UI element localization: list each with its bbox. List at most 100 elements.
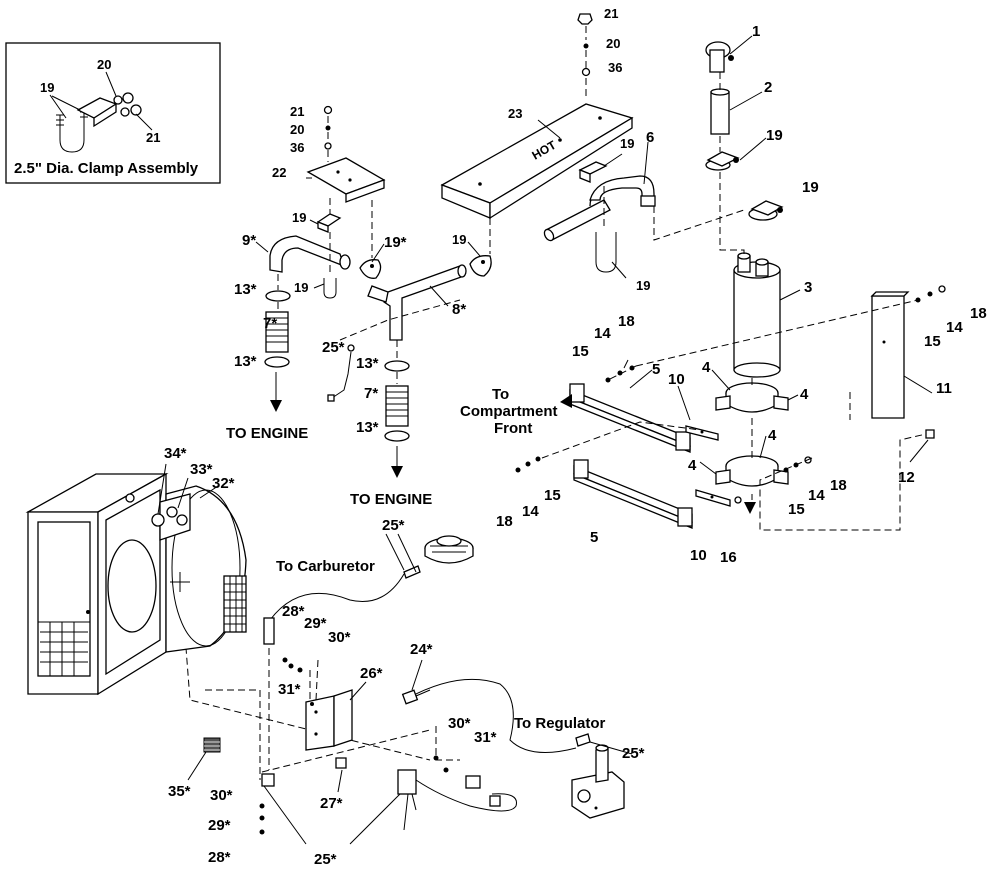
part-25-fitting-regulator bbox=[575, 733, 591, 747]
part-22-bracket bbox=[306, 157, 386, 203]
arrow-to-engine-right bbox=[391, 446, 403, 478]
part-5-rail-upper bbox=[569, 383, 691, 453]
callout-25a: 25* bbox=[322, 339, 345, 356]
callout-10a: 10 bbox=[668, 371, 685, 388]
hardware-stack-left bbox=[323, 105, 333, 150]
flex-tube-right-group bbox=[384, 360, 410, 442]
callout-12: 12 bbox=[898, 469, 915, 486]
callout-30b: 30* bbox=[448, 715, 471, 732]
callout-19b: 19* bbox=[384, 234, 407, 251]
callout-19d: 19 bbox=[620, 136, 634, 151]
callout-36a: 36 bbox=[290, 140, 304, 155]
callout-19h: 19 bbox=[294, 280, 308, 295]
callout-7a: 7* bbox=[263, 315, 277, 332]
part-19-ubolt bbox=[595, 232, 617, 273]
part-25-fitting-bottom bbox=[261, 773, 275, 787]
callout-25b: 25* bbox=[382, 517, 405, 534]
callout-18a: 18 bbox=[618, 313, 635, 330]
callout-15c: 15 bbox=[544, 487, 561, 504]
hose-fitting bbox=[263, 617, 275, 645]
callout-4a: 4 bbox=[702, 359, 711, 376]
callout-33: 33* bbox=[190, 461, 213, 478]
part-11-plate bbox=[870, 291, 910, 419]
part-19-clamp-a bbox=[705, 151, 740, 171]
callout-31b: 31* bbox=[474, 729, 497, 746]
callout-19f: 19 bbox=[636, 278, 650, 293]
callout-28a: 28* bbox=[282, 603, 305, 620]
part-19-clamp-e bbox=[469, 255, 492, 277]
callout-21a: 21 bbox=[290, 104, 304, 119]
callout-24: 24* bbox=[410, 641, 433, 658]
part-27-bolt bbox=[335, 757, 347, 769]
part-19-clamp-c bbox=[316, 213, 342, 233]
part-12-bolt bbox=[925, 429, 935, 439]
callout-11: 11 bbox=[936, 380, 952, 397]
regulator bbox=[571, 744, 625, 819]
part-19-clamp-b bbox=[748, 200, 784, 221]
to-carburetor-label: To Carburetor bbox=[276, 558, 375, 575]
callout-26: 26* bbox=[360, 665, 383, 682]
callout-19e: 19 bbox=[452, 232, 466, 247]
part-1-rain-cap bbox=[705, 41, 734, 73]
to-engine-left-label: TO ENGINE bbox=[226, 425, 308, 442]
callout-18d: 18 bbox=[830, 477, 847, 494]
callout-20b: 20 bbox=[606, 36, 620, 51]
callout-36b: 36 bbox=[608, 60, 622, 75]
part-19-clamp-d bbox=[359, 259, 382, 279]
callout-28b: 28* bbox=[208, 849, 231, 866]
callout-15a: 15 bbox=[572, 343, 589, 360]
callout-18c: 18 bbox=[496, 513, 513, 530]
callout-13c: 13* bbox=[356, 355, 379, 372]
part-26-bracket bbox=[305, 689, 353, 751]
callout-3: 3 bbox=[804, 279, 812, 296]
callout-10b: 10 bbox=[690, 547, 707, 564]
part-9-bent-pipe bbox=[269, 235, 351, 273]
arrow-to-compartment bbox=[560, 394, 572, 408]
callout-4b: 4 bbox=[800, 386, 809, 403]
solenoid-harness bbox=[397, 769, 517, 831]
callout-4d: 4 bbox=[688, 457, 697, 474]
part-25-sensor-top bbox=[327, 344, 355, 402]
callout-35: 35* bbox=[168, 783, 191, 800]
part-5-rail-lower bbox=[573, 459, 693, 529]
arrow-to-engine-left bbox=[270, 372, 282, 412]
callout-19a: 19 bbox=[766, 127, 783, 144]
callout-5a: 5 bbox=[652, 361, 660, 378]
callout-30a: 30* bbox=[328, 629, 351, 646]
callout-19g: 19 bbox=[292, 210, 306, 225]
hose-24-fitting bbox=[401, 689, 419, 705]
generator-enclosure bbox=[25, 472, 169, 696]
callout-4c: 4 bbox=[768, 427, 777, 444]
to-compartment-line1: To bbox=[492, 386, 509, 403]
callout-25c: 25* bbox=[622, 745, 645, 762]
hardware-stack-top bbox=[577, 13, 593, 77]
callout-19c: 19 bbox=[802, 179, 819, 196]
callout-8: 8* bbox=[452, 301, 466, 318]
callout-21b: 21 bbox=[604, 6, 618, 21]
callout-9: 9* bbox=[242, 232, 256, 249]
callout-32: 32* bbox=[212, 475, 235, 492]
part-33-bracket bbox=[159, 493, 191, 541]
part-19-bracket bbox=[578, 161, 608, 183]
clamp-assembly-inset: 20 19 21 2.5" Dia. Clamp Assembly bbox=[5, 42, 221, 184]
callout-13a: 13* bbox=[234, 281, 257, 298]
part-24-hose bbox=[407, 678, 577, 753]
callout-18b: 18 bbox=[970, 305, 987, 322]
inset-callout-20: 20 bbox=[97, 57, 111, 72]
part-34-fitting bbox=[151, 513, 165, 527]
callout-31a: 31* bbox=[278, 681, 301, 698]
callout-30c: 30* bbox=[210, 787, 233, 804]
callouts: 1 2 3 4 4 4 4 5 5 6 7* 7* 8* 9* 10 10 11… bbox=[164, 6, 987, 868]
part-2-tube bbox=[710, 88, 730, 135]
inset-callout-19: 19 bbox=[40, 80, 54, 95]
part-10-bracket-lower bbox=[695, 489, 731, 507]
callout-6: 6 bbox=[646, 129, 654, 146]
part-3-muffler bbox=[733, 252, 781, 378]
callout-13d: 13* bbox=[356, 419, 379, 436]
part-19-ubolt-small bbox=[323, 278, 337, 299]
callout-14d: 14 bbox=[808, 487, 825, 504]
dashed-assembly-lines bbox=[179, 26, 927, 780]
callout-14c: 14 bbox=[522, 503, 539, 520]
callout-15d: 15 bbox=[788, 501, 805, 518]
